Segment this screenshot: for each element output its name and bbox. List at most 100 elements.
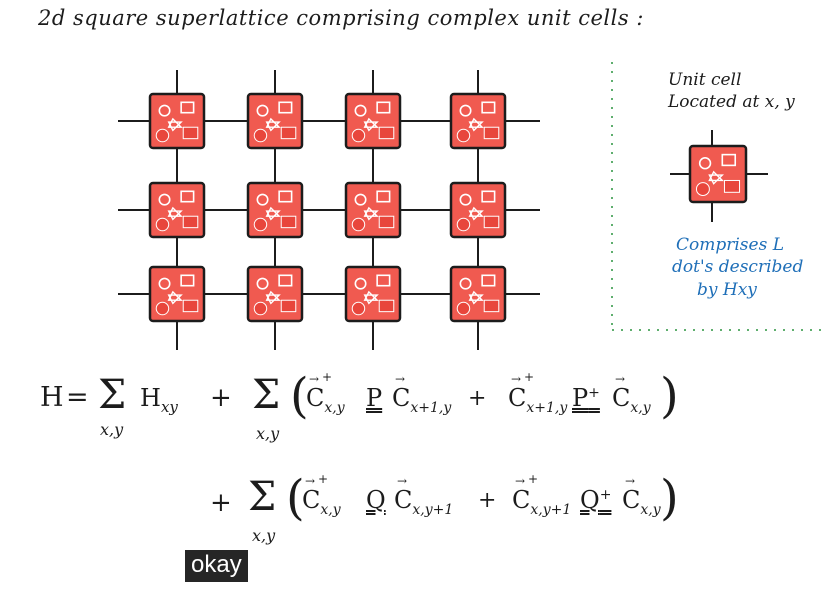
filled-circle-dot <box>456 128 471 143</box>
unit-cell-r2-c2 <box>344 265 402 323</box>
star-dot <box>468 206 484 217</box>
filled-circle-dot <box>253 301 268 316</box>
open-circle-dot <box>256 193 269 206</box>
c-dagger-xy1: →+Cx,y+1 <box>512 472 572 518</box>
c-dagger-xy: →+Cx,y <box>306 370 345 416</box>
filled-square-dot <box>280 299 297 313</box>
unit-cell-r1-c0 <box>148 181 206 239</box>
c-dagger-x1y: →+Cx+1,y <box>508 370 568 416</box>
p-matrix: P <box>366 384 383 412</box>
unit-cell-example <box>670 130 768 222</box>
sum-index-y: x,y <box>252 526 276 545</box>
filled-square-dot <box>483 215 500 229</box>
plus-sign-1: + <box>210 383 232 413</box>
plus-sign-3: + <box>210 488 232 518</box>
open-square-dot <box>278 190 293 203</box>
page-title: 2d square superlattice comprising comple… <box>38 6 644 30</box>
sum-x-coupling: Σ <box>252 372 281 418</box>
plus-sign-2: + <box>468 386 487 411</box>
equals-sign: = <box>66 382 89 413</box>
open-square-dot <box>180 190 195 203</box>
filled-circle-dot <box>456 301 471 316</box>
filled-square-dot <box>378 215 395 229</box>
unit-cell-location: Located at x, y <box>668 92 795 112</box>
star-dot <box>363 290 379 301</box>
star-dot <box>265 290 281 301</box>
filled-square-dot <box>182 215 199 229</box>
open-circle-dot <box>459 193 472 206</box>
open-circle-dot <box>158 277 171 290</box>
right-paren-y: ) <box>660 470 679 526</box>
q-dagger-matrix: Q+ <box>580 486 612 514</box>
unit-cell-r1-c1 <box>246 181 304 239</box>
open-circle-dot <box>256 104 269 117</box>
star-dot <box>265 206 281 217</box>
star-dot <box>468 117 484 128</box>
filled-circle-dot <box>695 182 710 197</box>
open-circle-dot <box>354 193 367 206</box>
filled-circle-dot <box>155 128 170 143</box>
star-dot <box>265 117 281 128</box>
star-dot <box>363 117 379 128</box>
star-dot <box>363 206 379 217</box>
c-dagger-xy-2: →+Cx,y <box>302 472 341 518</box>
open-square-dot <box>376 274 391 287</box>
unit-cell-label: Unit cell <box>668 70 742 90</box>
unit-cell-r0-c2 <box>344 92 402 150</box>
filled-circle-dot <box>155 301 170 316</box>
open-circle-dot <box>354 104 367 117</box>
filled-circle-dot <box>351 217 366 232</box>
filled-square-dot <box>378 126 395 140</box>
filled-circle-dot <box>253 217 268 232</box>
c-xy1: →Cx,y+1 <box>394 474 454 518</box>
open-circle-dot <box>698 157 712 170</box>
hxy-term: Hxy <box>140 384 178 416</box>
c-x1y: →Cx+1,y <box>392 372 452 416</box>
filled-square-dot <box>182 126 199 140</box>
filled-circle-dot <box>351 301 366 316</box>
comprises-note: Comprises L <box>676 235 785 255</box>
star-dot <box>167 206 183 217</box>
subtitle-caption: okay <box>185 550 248 582</box>
open-square-dot <box>376 101 391 114</box>
filled-square-dot <box>280 215 297 229</box>
open-circle-dot <box>256 277 269 290</box>
filled-circle-dot <box>456 217 471 232</box>
unit-cell-r2-c3 <box>449 265 507 323</box>
filled-circle-dot <box>155 217 170 232</box>
lattice-grid <box>118 70 540 350</box>
unit-cell-r1-c3 <box>449 181 507 239</box>
star-dot <box>167 117 183 128</box>
unit-cell-r2-c1 <box>246 265 304 323</box>
p-dagger-matrix: P+ <box>572 384 600 412</box>
filled-square-dot <box>182 299 199 313</box>
c-xy-2: →Cx,y <box>622 474 661 518</box>
filled-square-dot <box>378 299 395 313</box>
c-xy: →Cx,y <box>612 372 651 416</box>
open-square-dot <box>278 274 293 287</box>
sum-y-coupling: Σ <box>248 474 277 520</box>
left-paren-y: ( <box>286 470 305 526</box>
left-paren-x: ( <box>290 368 309 424</box>
filled-square-dot <box>280 126 297 140</box>
filled-square-dot <box>483 126 500 140</box>
unit-cell-r1-c2 <box>344 181 402 239</box>
open-circle-dot <box>158 193 171 206</box>
dots-described-note: dot's described <box>672 257 804 277</box>
open-square-dot <box>481 101 496 114</box>
open-square-dot <box>481 274 496 287</box>
star-dot <box>468 290 484 301</box>
q-matrix: Q <box>366 486 386 514</box>
open-circle-dot <box>459 104 472 117</box>
open-square-dot <box>180 101 195 114</box>
hamiltonian-symbol: H <box>40 382 64 413</box>
unit-cell-r0-c1 <box>246 92 304 150</box>
open-circle-dot <box>354 277 367 290</box>
right-paren-x: ) <box>660 368 679 424</box>
open-square-dot <box>721 153 737 167</box>
star-dot <box>708 170 724 182</box>
open-circle-dot <box>459 277 472 290</box>
open-square-dot <box>481 190 496 203</box>
unit-cell-r2-c0 <box>148 265 206 323</box>
